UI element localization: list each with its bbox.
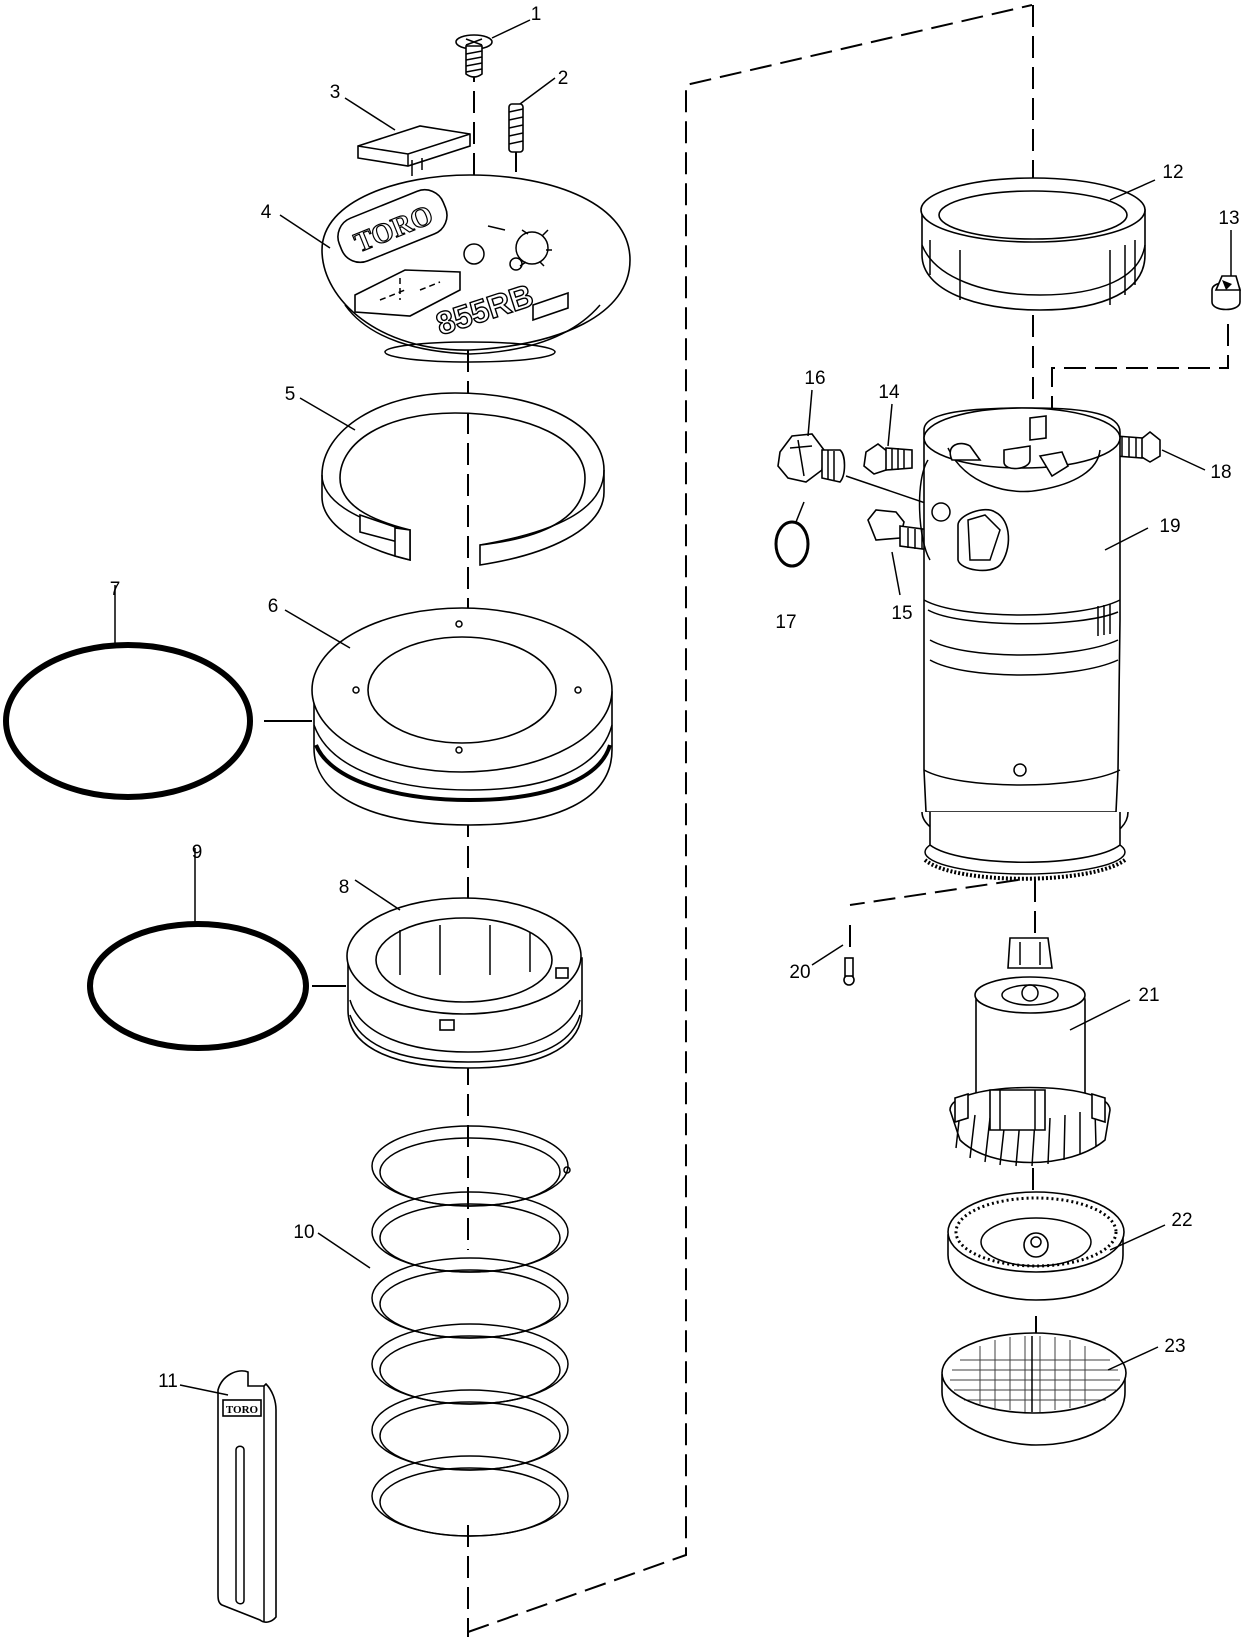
- callout-7: 7: [110, 579, 121, 600]
- callout-8: 8: [339, 877, 350, 898]
- part-11-tool: TORO: [217, 1370, 277, 1623]
- callout-numbers: 1 2 3 4 5 6 7 8 9 10 11 12 13 14 15 16 1…: [110, 4, 1240, 1392]
- part-13-nozzle-insert: [1211, 275, 1242, 311]
- part-4-cap: TORO 855RB: [321, 174, 631, 363]
- part-15-nozzle: [867, 509, 931, 551]
- callout-10: 10: [293, 1222, 314, 1243]
- callout-23: 23: [1164, 1336, 1185, 1357]
- part-12-retaining-ring: [920, 177, 1146, 311]
- callout-4: 4: [261, 202, 272, 223]
- callout-17: 17: [775, 612, 796, 633]
- part-16-plug: [777, 433, 846, 483]
- callout-15: 15: [891, 603, 912, 624]
- callout-19: 19: [1159, 516, 1180, 537]
- callout-18: 18: [1210, 462, 1231, 483]
- callout-21: 21: [1138, 985, 1159, 1006]
- part-10-spring: [371, 1125, 571, 1537]
- callout-9: 9: [192, 842, 203, 863]
- part-9-o-ring: [87, 921, 346, 1051]
- tool-logo: TORO: [226, 1404, 259, 1416]
- callout-12: 12: [1162, 162, 1183, 183]
- part-5-split-ring: [321, 392, 605, 566]
- part-2-set-screw: [508, 103, 524, 153]
- callout-11: 11: [158, 1371, 178, 1392]
- part-19-body: [918, 407, 1129, 881]
- part-14-nozzle: [863, 443, 913, 475]
- callout-5: 5: [285, 384, 296, 405]
- callout-1: 1: [531, 4, 542, 25]
- callout-leaders: [114, 19, 1232, 1396]
- callout-20: 20: [789, 962, 810, 983]
- part-18-nozzle: [1115, 430, 1161, 463]
- part-6-ring-housing: [311, 607, 613, 826]
- callout-14: 14: [878, 382, 900, 403]
- callout-3: 3: [330, 82, 341, 103]
- callout-13: 13: [1218, 208, 1239, 229]
- part-3-cover-plate: [357, 125, 471, 176]
- callout-6: 6: [268, 596, 279, 617]
- callout-2: 2: [558, 68, 569, 89]
- part-8-retainer-ring: [346, 897, 583, 1069]
- part-22-stator-plate: [947, 1168, 1125, 1301]
- part-20-screw: [843, 879, 1019, 986]
- callout-16: 16: [804, 368, 825, 389]
- part-17-small-o-ring: [774, 501, 810, 568]
- part-7-large-o-ring: [3, 642, 312, 800]
- part-21-gear-drive: [949, 880, 1111, 1167]
- part-23-screen: [941, 1316, 1127, 1446]
- callout-22: 22: [1171, 1210, 1192, 1231]
- part-1-screw: [455, 34, 493, 78]
